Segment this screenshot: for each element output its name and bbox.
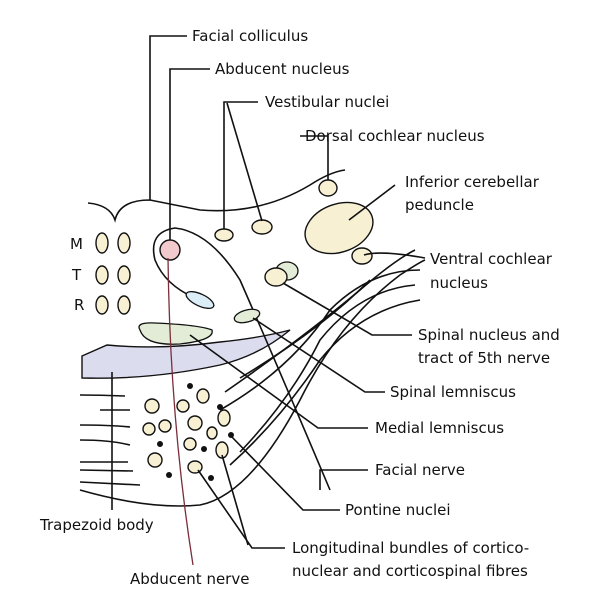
- spinal-lemniscus: [233, 308, 261, 324]
- label-facial-nerve: Facial nerve: [375, 461, 465, 479]
- transverse-fibre: [224, 249, 416, 393]
- label-dorsal-cochlear-nucleus: Dorsal cochlear nucleus: [305, 127, 485, 145]
- abducent-nerve-fibre: [167, 257, 194, 566]
- vestibular-nucleus: [214, 228, 234, 242]
- label-medial-lemniscus: Medial lemniscus: [375, 419, 504, 437]
- label-trapezoid-body: Trapezoid body: [39, 516, 154, 534]
- label-ventral-cochlear-nucleus-2: nucleus: [430, 274, 488, 292]
- label-pontine-nuclei: Pontine nuclei: [345, 501, 451, 519]
- pons-boundary: [79, 259, 426, 507]
- label-vestibular-nuclei: Vestibular nuclei: [265, 93, 389, 111]
- spinal-nucleus-5th-nerve: [264, 267, 288, 287]
- label-longitudinal-bundles: Longitudinal bundles of cortico-: [292, 539, 529, 557]
- facial-nerve-oval: [185, 290, 215, 310]
- label-r: R: [74, 296, 84, 314]
- abducent-nucleus: [159, 239, 181, 261]
- trapezoid-body-band: [81, 329, 291, 379]
- vestibular-nucleus: [251, 219, 273, 235]
- label-m: M: [70, 235, 83, 253]
- label-inferior-cerebellar-peduncle-2: peduncle: [405, 196, 474, 214]
- label-spinal-lemniscus: Spinal lemniscus: [390, 383, 516, 401]
- label-spinal-nucleus-2: tract of 5th nerve: [418, 349, 550, 367]
- motor-nuclei-columns: [95, 232, 131, 315]
- medial-lemniscus: [138, 322, 213, 345]
- label-abducent-nerve: Abducent nerve: [130, 570, 249, 588]
- label-ventral-cochlear-nucleus: Ventral cochlear: [430, 250, 553, 268]
- leader-lines: [111, 35, 426, 549]
- label-longitudinal-bundles-2: nuclear and corticospinal fibres: [292, 562, 528, 580]
- dorsal-cochlear-nucleus: [318, 179, 338, 197]
- label-inferior-cerebellar-peduncle: Inferior cerebellar: [405, 173, 540, 191]
- ventral-cochlear-nucleus: [351, 247, 373, 265]
- label-facial-colliculus: Facial colliculus: [192, 27, 308, 45]
- pontine-horizontal-fibres: [79, 394, 141, 486]
- transverse-fibre: [229, 299, 421, 466]
- facial-nerve-loop: [152, 227, 331, 491]
- label-t: T: [71, 266, 82, 284]
- pontine-nuclei-group: [142, 383, 234, 481]
- label-spinal-nucleus: Spinal nucleus and: [418, 326, 560, 344]
- label-abducent-nucleus: Abducent nucleus: [215, 60, 350, 78]
- transverse-fibre: [239, 284, 416, 453]
- ventricle-floor-outline: [87, 169, 346, 223]
